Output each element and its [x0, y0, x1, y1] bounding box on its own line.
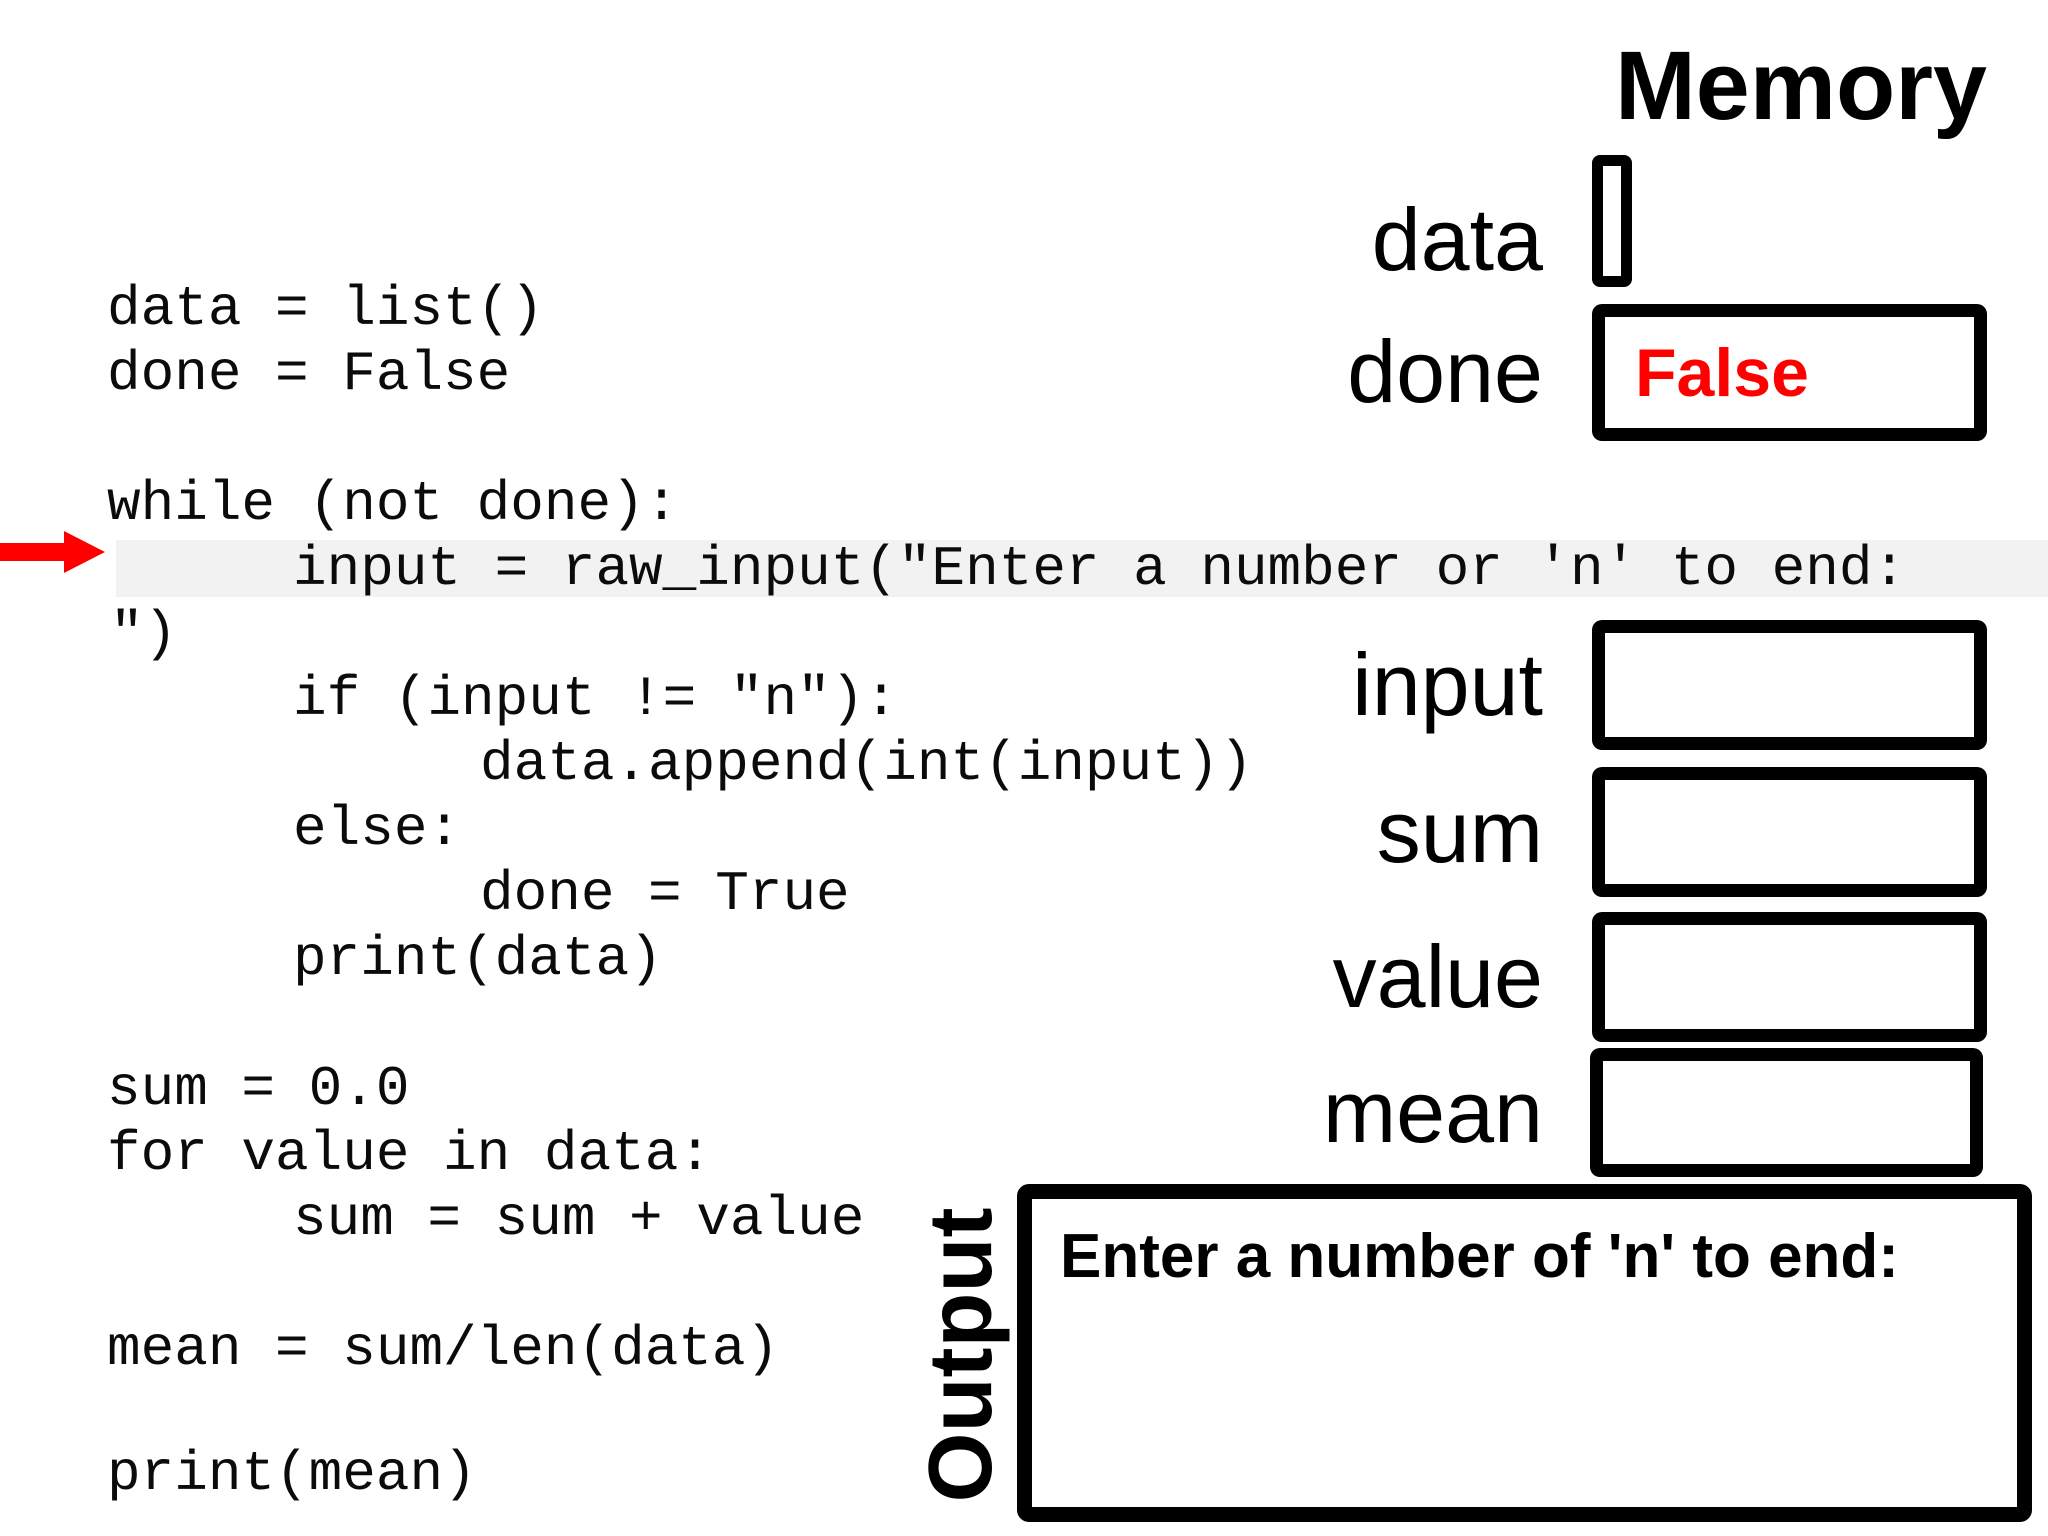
code-line: for value in data:	[107, 1122, 712, 1186]
var-box-done: False	[1592, 304, 1987, 441]
code-line: done = True	[480, 862, 850, 926]
var-box-mean	[1590, 1048, 1983, 1177]
memory-title: Memory	[1615, 31, 1987, 140]
var-label-mean: mean	[1322, 1062, 1543, 1161]
var-value-done: False	[1635, 334, 1809, 411]
var-box-input	[1592, 620, 1987, 750]
current-line-highlight	[116, 540, 2048, 597]
code-line: else:	[293, 797, 462, 861]
var-label-value: value	[1332, 927, 1543, 1026]
code-line: data = list()	[107, 277, 544, 341]
code-line: ")	[110, 602, 178, 666]
code-line: sum = sum + value	[293, 1187, 865, 1251]
var-label-sum: sum	[1376, 782, 1543, 881]
var-box-sum	[1592, 767, 1987, 897]
code-line-current: input = raw_input("Enter a number or 'n'…	[293, 537, 1940, 601]
var-box-data	[1592, 155, 1632, 287]
code-line: if (input != "n"):	[293, 667, 898, 731]
code-line: print(data)	[293, 927, 663, 991]
output-console: Enter a number of 'n' to end:	[1017, 1184, 2032, 1522]
var-label-input: input	[1352, 635, 1543, 734]
output-console-text: Enter a number of 'n' to end:	[1060, 1222, 1899, 1291]
var-label-data: data	[1371, 190, 1543, 289]
code-line: sum = 0.0	[107, 1057, 410, 1121]
output-panel-label: Output	[911, 1207, 1011, 1503]
code-line: mean = sum/len(data)	[107, 1317, 780, 1381]
code-line: done = False	[107, 342, 511, 406]
code-line: data.append(int(input))	[480, 732, 1253, 796]
var-label-done: done	[1347, 322, 1543, 421]
code-line: print(mean)	[107, 1442, 477, 1506]
code-line: while (not done):	[107, 472, 679, 536]
execution-pointer-arrow-icon	[0, 531, 105, 573]
var-box-value	[1592, 912, 1987, 1042]
